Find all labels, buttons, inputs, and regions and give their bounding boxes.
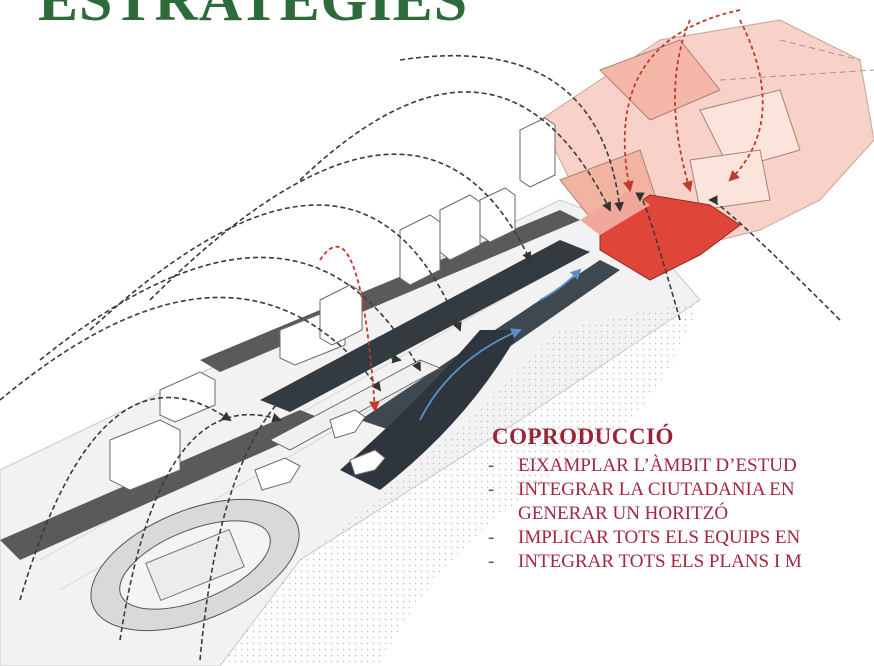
stadium [90, 498, 300, 632]
bullet-dash: - [488, 455, 495, 476]
blue-arcs [419, 268, 582, 421]
focus-zone [580, 190, 741, 281]
bullet-dash: - [488, 551, 495, 572]
bullet-dash: - [488, 479, 495, 500]
coproduction-panel: COPRODUCCIÓ - EIXAMPLAR L’ÀMBIT D’ESTUD … [480, 424, 874, 574]
list-item: - INTEGRAR LA CIUTADANIA EN GENERAR UN H… [480, 478, 874, 526]
list-item-text: INTEGRAR LA CIUTADANIA EN [518, 479, 795, 500]
list-item-text: INTEGRAR TOTS ELS PLANS I M [518, 551, 802, 572]
strategy-list: - EIXAMPLAR L’ÀMBIT D’ESTUD - INTEGRAR L… [480, 454, 874, 574]
bullet-dash: - [488, 527, 495, 548]
connection-arcs [0, 54, 841, 661]
panel-heading: COPRODUCCIÓ [492, 424, 674, 449]
list-item-text: IMPLICAR TOTS ELS EQUIPS EN [518, 527, 801, 548]
buildings [109, 117, 556, 491]
list-item: - INTEGRAR TOTS ELS PLANS I M [480, 550, 874, 574]
red-arcs [319, 9, 764, 413]
list-item: - EIXAMPLAR L’ÀMBIT D’ESTUD [480, 454, 874, 478]
list-item: - IMPLICAR TOTS ELS EQUIPS EN [480, 526, 874, 550]
list-item-text: EIXAMPLAR L’ÀMBIT D’ESTUD [518, 455, 797, 476]
list-item-text-continued: GENERAR UN HORITZÓ [518, 503, 729, 524]
page-title: ESTRATEGIES [38, 0, 469, 33]
